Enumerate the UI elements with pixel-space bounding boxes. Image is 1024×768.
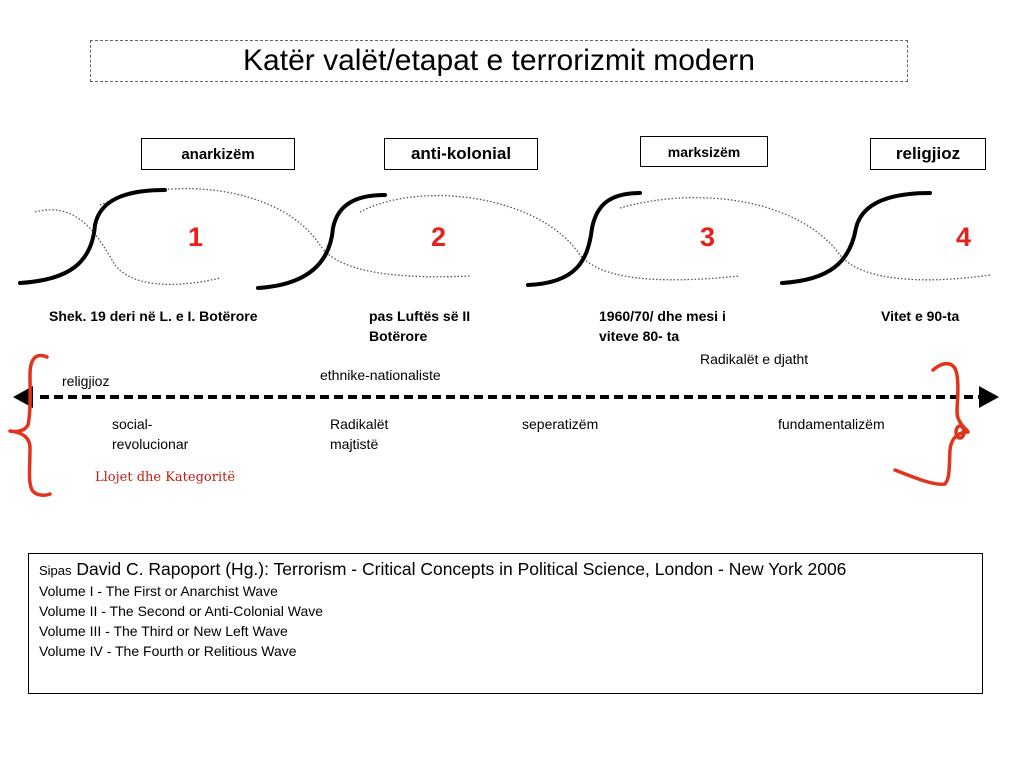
citation-line: Sipas David C. Rapoport (Hg.): Terrorism…: [39, 559, 972, 581]
left-bracket-pen: [8, 353, 52, 497]
wave-period-4: Vitet e 90-ta: [881, 308, 960, 324]
wave-1-thick-curve: [18, 188, 167, 285]
volume-line-1: Volume I - The First or Anarchist Wave: [39, 583, 278, 599]
wave-2-thick-curve: [256, 193, 387, 290]
wave-2-thin-arc: [359, 194, 741, 281]
wave-number-2: 2: [431, 222, 447, 252]
wave-1-thin-curve: [34, 209, 221, 286]
wave-1-thin-arc: [99, 187, 471, 278]
volume-line-2: Volume II - The Second or Anti-Colonial …: [39, 603, 324, 619]
wave-label-religjioz: religjioz: [870, 138, 986, 170]
volume-line-4: Volume IV - The Fourth or Relitious Wave: [39, 643, 297, 659]
category-seperatizem: seperatizëm: [522, 416, 599, 432]
wave-4-thick-curve: [780, 191, 932, 285]
right-bracket-loop: [954, 424, 966, 440]
wave-label-anarkizem: anarkizëm: [141, 138, 295, 170]
wave-number-4: 4: [956, 222, 972, 252]
citation-prefix: Sipas: [39, 563, 72, 578]
wave-label-marksizem: marksizëm: [640, 136, 768, 167]
wave-3-thick-curve: [526, 191, 642, 287]
category-religjioz: religjioz: [62, 373, 110, 389]
category-radikalet-e-djatht: Radikalët e djatht: [700, 351, 809, 367]
reference-note: Sipas David C. Rapoport (Hg.): Terrorism…: [28, 553, 983, 694]
timeline-arrow-right: [979, 386, 999, 408]
category-social-revolucionar: social- revolucionar: [112, 416, 189, 452]
timeline-arrow-left: [13, 386, 33, 408]
handwritten-label: Llojet dhe Kategoritë: [95, 470, 236, 485]
wave-period-3: 1960/70/ dhe mesi i viteve 80- ta: [599, 308, 726, 344]
category-fundamentalizem: fundamentalizëm: [778, 416, 885, 432]
wave-3-thin-arc: [619, 196, 991, 281]
volume-line-3: Volume III - The Third or New Left Wave: [39, 623, 288, 639]
wave-period-2: pas Luftës së II Botërore: [369, 308, 471, 344]
page-title: Katër valët/etapat e terrorizmit modern: [243, 44, 755, 77]
title-box: Katër valët/etapat e terrorizmit modern: [90, 40, 908, 82]
wave-number-3: 3: [700, 222, 716, 252]
wave-period-1: Shek. 19 deri në L. e I. Botërore: [49, 308, 258, 324]
right-bracket-pen: [893, 362, 970, 487]
wave-label-anti-kolonial: anti-kolonial: [384, 138, 538, 170]
category-ethnike-nationaliste: ethnike-nationaliste: [320, 367, 441, 383]
wave-number-1: 1: [188, 222, 204, 252]
category-radikalet-majtiste: Radikalët majtistë: [330, 416, 389, 452]
citation-text: David C. Rapoport (Hg.): Terrorism - Cri…: [76, 559, 847, 579]
